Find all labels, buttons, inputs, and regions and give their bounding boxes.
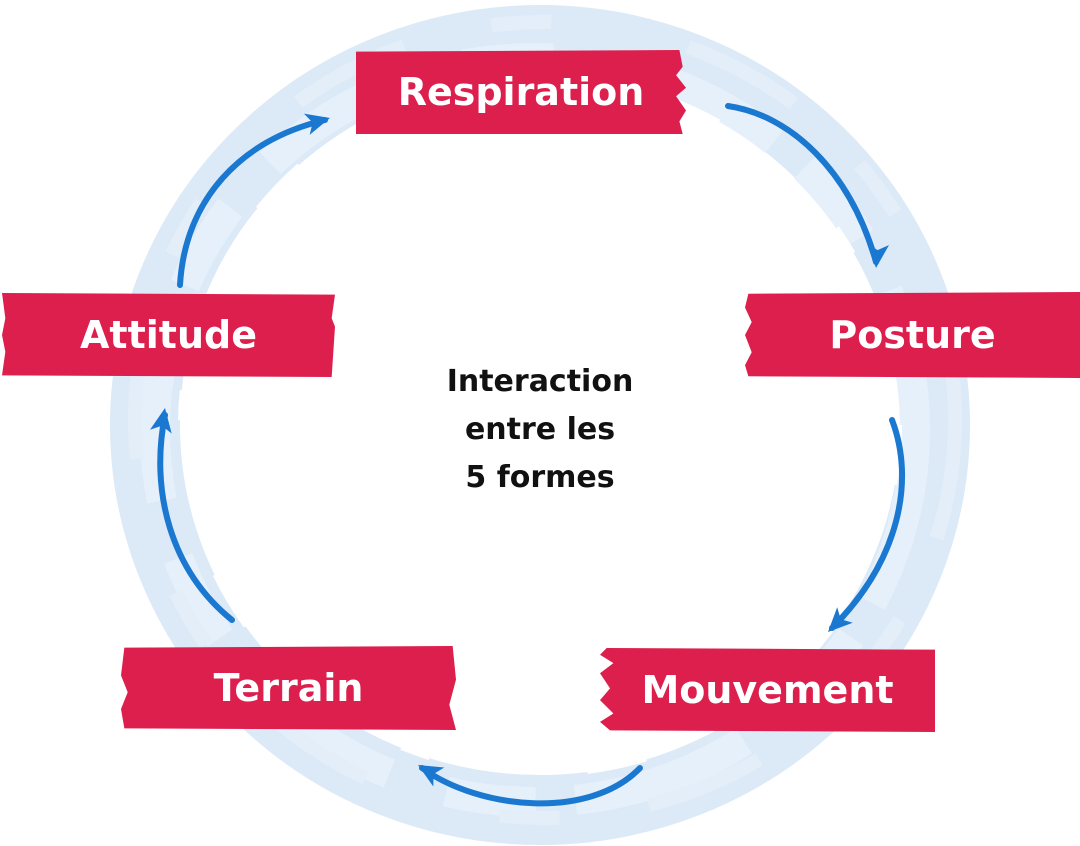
node-posture: Posture	[745, 292, 1080, 378]
node-mouvement: Mouvement	[600, 648, 935, 732]
arrowhead-icon	[867, 243, 890, 268]
node-label-posture: Posture	[829, 313, 996, 357]
arrowhead-icon	[418, 765, 445, 787]
center-label-line-1: Interaction	[446, 364, 634, 399]
arrow-attitude-to-respiration	[177, 117, 328, 288]
center-label: Interaction entre les 5 formes	[415, 358, 665, 502]
arrowhead-icon	[828, 607, 853, 632]
arrow-mouvement-to-terrain	[419, 765, 643, 807]
node-label-terrain: Terrain	[213, 666, 364, 710]
node-label-mouvement: Mouvement	[641, 668, 894, 712]
center-label-line-2: entre les	[464, 412, 616, 447]
arrow-posture-to-mouvement	[829, 417, 905, 631]
node-label-attitude: Attitude	[80, 313, 257, 357]
center-label-line-3: 5 formes	[465, 460, 615, 495]
node-attitude: Attitude	[2, 293, 335, 377]
node-respiration: Respiration	[356, 50, 686, 134]
arrowhead-icon	[303, 113, 330, 135]
arrow-respiration-to-posture	[725, 103, 879, 265]
arrows-group	[149, 103, 905, 807]
arrowhead-icon	[149, 408, 172, 434]
node-terrain: Terrain	[121, 646, 456, 730]
arrow-terrain-to-attitude	[157, 412, 235, 623]
node-label-respiration: Respiration	[397, 70, 645, 114]
